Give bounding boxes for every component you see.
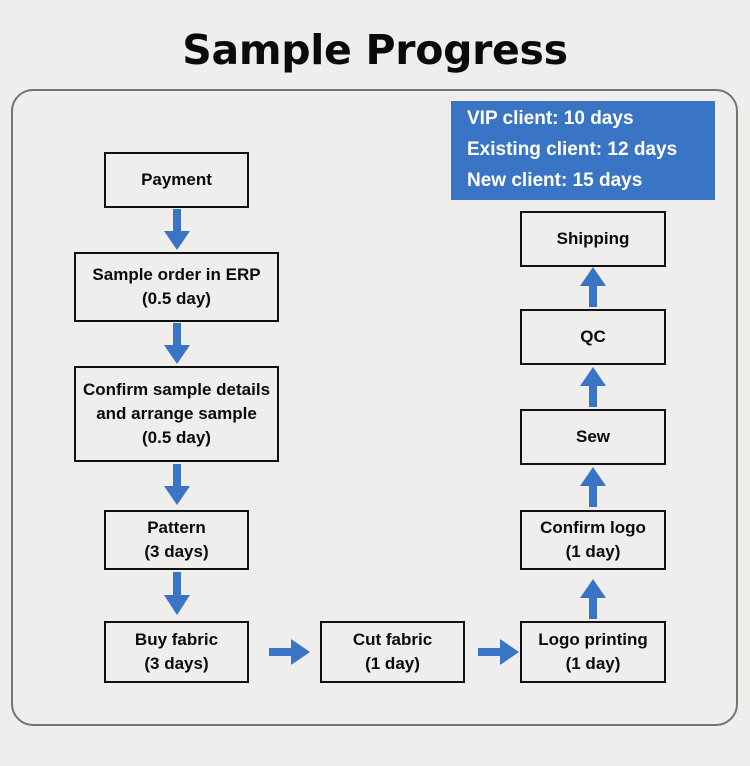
arrow-cut-fabric-to-logo-printing <box>478 638 520 666</box>
node-cut-fabric-line-1: Cut fabric <box>352 629 433 649</box>
legend-line-new: New client: 15 days <box>467 169 643 191</box>
node-payment[interactable]: Payment <box>104 152 249 208</box>
node-confirm-sample-details[interactable]: Confirm sample details and arrange sampl… <box>74 366 279 462</box>
node-buy-fabric-line-2: (3 days) <box>144 654 209 673</box>
node-qc-line-1: QC <box>580 326 606 346</box>
node-cut-fabric-line-2: (1 day) <box>365 654 420 673</box>
arrow-confirm-sample-to-pattern <box>163 464 191 506</box>
node-logo-printing-line-1: Logo printing <box>538 629 648 649</box>
node-confirm-sample-line-1: Confirm sample details <box>82 379 271 399</box>
arrow-payment-to-sample-order <box>163 209 191 251</box>
diagram-panel <box>11 89 738 726</box>
node-sew-line-1: Sew <box>575 426 611 446</box>
legend-line-vip: VIP client: 10 days <box>467 108 634 130</box>
node-confirm-logo-line-2: (1 day) <box>565 542 621 561</box>
node-sample-order-line-2: (0.5 day) <box>142 289 211 308</box>
arrow-pattern-to-buy-fabric <box>163 572 191 616</box>
page-title: Sample Progress <box>182 26 568 74</box>
node-confirm-logo-line-1: Confirm logo <box>540 517 646 537</box>
node-logo-printing[interactable]: Logo printing (1 day) <box>520 621 666 683</box>
arrow-buy-fabric-to-cut-fabric <box>269 638 311 666</box>
lead-time-legend: VIP client: 10 days Existing client: 12 … <box>451 101 715 200</box>
arrow-qc-to-shipping <box>579 266 607 308</box>
node-pattern-line-1: Pattern <box>147 517 206 537</box>
node-confirm-sample-line-2: and arrange sample <box>96 403 257 423</box>
node-payment-line-1: Payment <box>141 169 212 189</box>
node-pattern-line-2: (3 days) <box>144 542 209 561</box>
node-qc[interactable]: QC <box>520 309 666 365</box>
node-confirm-logo[interactable]: Confirm logo (1 day) <box>520 510 666 570</box>
node-sew[interactable]: Sew <box>520 409 666 465</box>
legend-line-existing: Existing client: 12 days <box>467 139 678 161</box>
node-sample-order-line-1: Sample order in ERP <box>92 264 261 284</box>
node-shipping-line-1: Shipping <box>556 228 630 248</box>
node-shipping[interactable]: Shipping <box>520 211 666 267</box>
node-buy-fabric-line-1: Buy fabric <box>134 629 219 649</box>
node-sample-order-in-erp[interactable]: Sample order in ERP (0.5 day) <box>74 252 279 322</box>
node-cut-fabric[interactable]: Cut fabric (1 day) <box>320 621 465 683</box>
node-buy-fabric[interactable]: Buy fabric (3 days) <box>104 621 249 683</box>
arrow-sew-to-qc <box>579 366 607 408</box>
node-pattern[interactable]: Pattern (3 days) <box>104 510 249 570</box>
arrow-confirm-logo-to-sew <box>579 466 607 508</box>
node-confirm-sample-line-3: (0.5 day) <box>142 428 211 448</box>
arrow-logo-printing-to-confirm-logo <box>579 578 607 620</box>
arrow-sample-order-to-confirm-sample <box>163 323 191 365</box>
node-logo-printing-line-2: (1 day) <box>565 654 621 673</box>
